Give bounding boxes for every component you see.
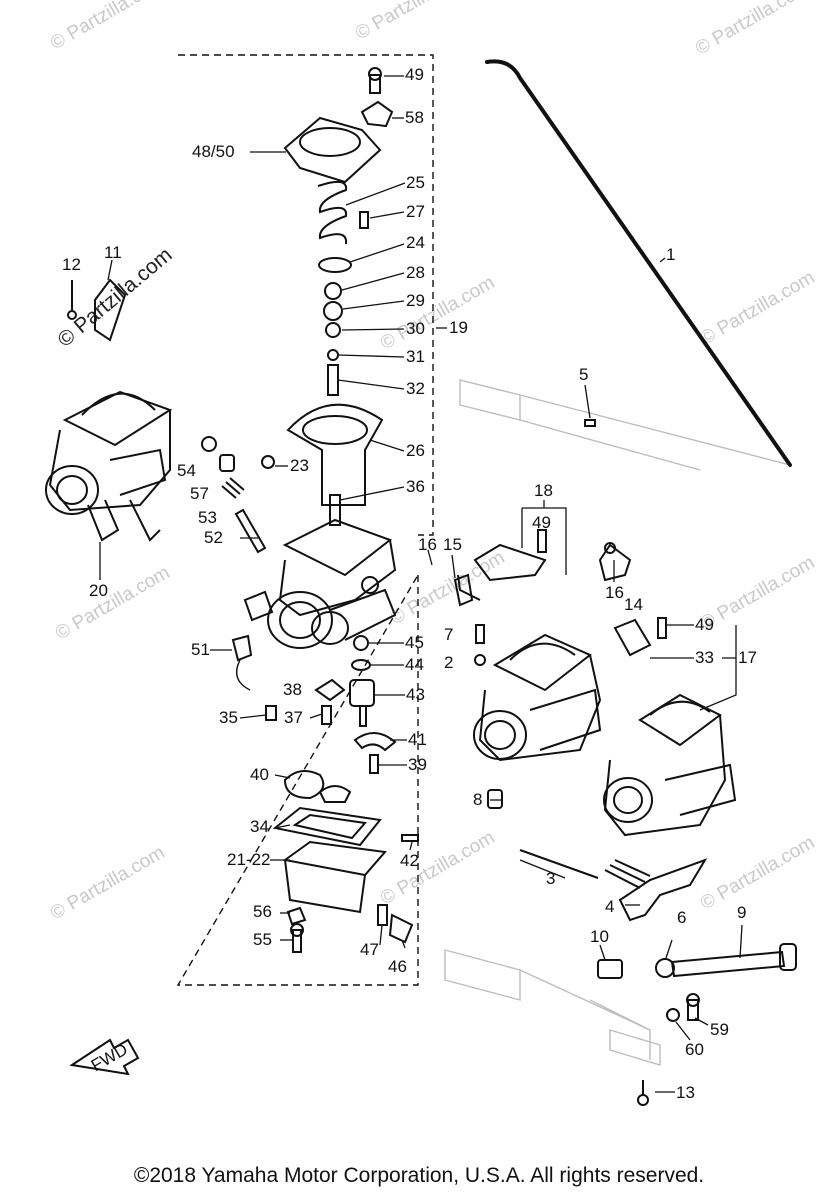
- callout-3: 3: [546, 869, 555, 888]
- callout-34: 34: [250, 817, 269, 836]
- throttle-cable: [485, 59, 792, 467]
- callout-30: 30: [406, 319, 425, 338]
- callout-17: 17: [738, 648, 757, 667]
- callout-9: 9: [737, 903, 746, 922]
- watermark: © Partzilla.com: [377, 827, 498, 909]
- watermark: © Partzilla.com: [692, 0, 813, 59]
- dashed-frame: [176, 54, 434, 986]
- callout-46: 46: [388, 957, 407, 976]
- watermark: © Partzilla.com: [697, 832, 818, 914]
- callout-8: 8: [473, 790, 482, 809]
- callout-59: 59: [710, 1020, 729, 1039]
- ghost-frame: [444, 379, 791, 1066]
- callout-44: 44: [405, 655, 424, 674]
- callout-57: 57: [190, 484, 209, 503]
- callout-48-50: 48/50: [192, 142, 235, 161]
- callout-7: 7: [444, 625, 453, 644]
- callout-47: 47: [360, 940, 379, 959]
- copyright-notice: ©2018 Yamaha Motor Corporation, U.S.A. A…: [133, 1164, 705, 1187]
- watermark: © Partzilla.com: [52, 562, 173, 644]
- callout-33: 33: [695, 648, 714, 667]
- callout-40: 40: [250, 765, 269, 784]
- callout-15: 15: [443, 535, 462, 554]
- callout-32: 32: [406, 379, 425, 398]
- callout-18: 18: [534, 481, 553, 500]
- callout-39: 39: [408, 755, 427, 774]
- callout-11: 11: [104, 243, 122, 262]
- callout-23: 23: [290, 456, 309, 475]
- watermark: © Partzilla.com: [47, 842, 168, 924]
- callout-6: 6: [677, 908, 686, 927]
- callout-4: 4: [605, 897, 614, 916]
- callout-49: 49: [405, 65, 424, 84]
- callout-20: 20: [89, 581, 108, 600]
- callout-55: 55: [253, 930, 272, 949]
- callout-53: 53: [198, 508, 217, 527]
- watermark: © Partzilla.com: [377, 272, 498, 354]
- callout-12: 12: [62, 255, 81, 274]
- callout-28: 28: [406, 263, 425, 282]
- callout-54: 54: [177, 461, 196, 480]
- callout-14: 14: [624, 595, 643, 614]
- watermark: © Partzilla.com: [352, 0, 473, 44]
- callout-49-right: 49: [695, 615, 714, 634]
- callout-21-22: 21-22: [227, 850, 270, 869]
- callout-1: 1: [666, 245, 675, 264]
- callout-58: 58: [405, 108, 424, 127]
- callout-10: 10: [590, 927, 609, 946]
- callout-29: 29: [406, 291, 425, 310]
- callout-37: 37: [284, 708, 303, 727]
- callout-43: 43: [406, 685, 425, 704]
- carburetor-body-exploded: [243, 518, 397, 649]
- callout-60: 60: [685, 1040, 704, 1059]
- callout-35: 35: [219, 708, 238, 727]
- callout-31: 31: [406, 347, 425, 366]
- callout-56: 56: [253, 902, 272, 921]
- watermark: © Partzilla.com: [47, 0, 168, 54]
- watermark: © Partzilla.com: [697, 552, 818, 634]
- callout-42: 42: [400, 851, 419, 870]
- left-side-parts: [201, 436, 277, 721]
- forward-arrow: FWD: [69, 1038, 140, 1076]
- callout-38: 38: [283, 680, 302, 699]
- callout-52: 52: [204, 528, 223, 547]
- right-carburetors: [453, 419, 797, 1106]
- left-carburetor: [45, 278, 173, 542]
- carburetor-exploded-diagram: © Partzilla.com © Partzilla.com © Partzi…: [45, 0, 818, 1106]
- callout-2: 2: [444, 653, 453, 672]
- forward-arrow-icon: [69, 1038, 140, 1076]
- callout-36: 36: [406, 477, 425, 496]
- callout-45: 45: [405, 633, 424, 652]
- leader-lines: [99, 75, 743, 1093]
- callout-5: 5: [579, 365, 588, 384]
- callout-13: 13: [676, 1083, 695, 1102]
- callout-51: 51: [191, 640, 210, 659]
- callout-27: 27: [406, 202, 425, 221]
- callout-26: 26: [406, 441, 425, 460]
- callout-25: 25: [406, 173, 425, 192]
- top-cover-assembly: [261, 67, 394, 526]
- callout-41: 41: [408, 730, 427, 749]
- callout-49-carb: 49: [532, 513, 551, 532]
- callout-16-right: 16: [605, 583, 624, 602]
- watermark: © Partzilla.com: [697, 267, 818, 349]
- callout-labels: 49 58 48/50 25 27 24 28 29 30 19 31 32 2…: [62, 65, 757, 1102]
- watermark: © Partzilla.com: [387, 547, 508, 629]
- callout-24: 24: [406, 233, 425, 252]
- callout-16: 16: [418, 535, 437, 554]
- callout-19: 19: [449, 318, 468, 337]
